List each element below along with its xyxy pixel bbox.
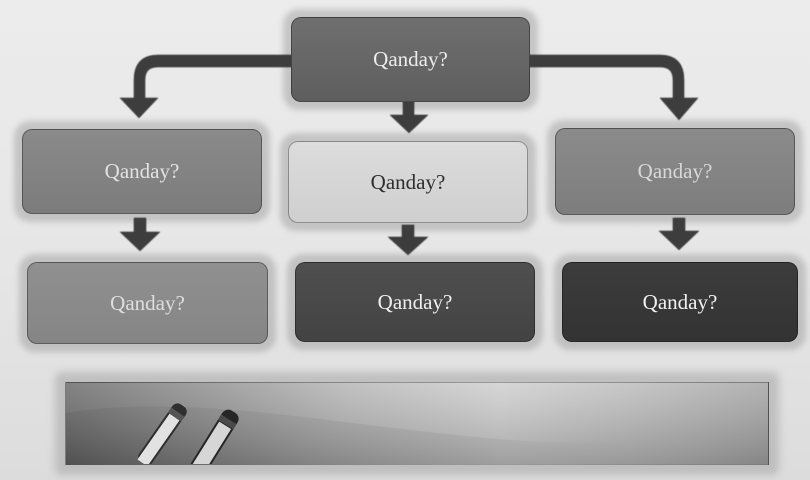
arrow-left-down bbox=[119, 217, 161, 252]
level2-left-label: Qanday? bbox=[104, 159, 180, 183]
pen-right bbox=[189, 409, 239, 464]
arrow-root-to-right bbox=[528, 54, 699, 121]
decorative-photo bbox=[65, 382, 769, 465]
level2-left-node: Qanday? bbox=[22, 129, 262, 214]
level3-left-label: Qanday? bbox=[110, 290, 185, 315]
level2-right-node: Qanday? bbox=[555, 128, 795, 215]
level2-right-label: Qanday? bbox=[637, 159, 713, 183]
arrow-right-down bbox=[658, 217, 700, 251]
level2-middle-label: Qanday? bbox=[370, 169, 446, 194]
level3-right-node: Qanday? bbox=[562, 262, 798, 342]
root-node-label: Qanday? bbox=[373, 47, 448, 71]
root-node: Qanday? bbox=[291, 17, 530, 102]
pen-left bbox=[137, 403, 187, 464]
level2-middle-node: Qanday? bbox=[288, 141, 528, 223]
arrow-root-to-middle bbox=[389, 99, 429, 134]
arrow-middle-down bbox=[387, 224, 429, 256]
arrow-root-to-left bbox=[119, 54, 293, 119]
level3-middle-label: Qanday? bbox=[377, 289, 453, 314]
photo-pens-illustration bbox=[66, 383, 768, 464]
level3-left-node: Qanday? bbox=[27, 262, 268, 344]
level3-right-label: Qanday? bbox=[642, 289, 718, 314]
level3-middle-node: Qanday? bbox=[295, 262, 535, 342]
